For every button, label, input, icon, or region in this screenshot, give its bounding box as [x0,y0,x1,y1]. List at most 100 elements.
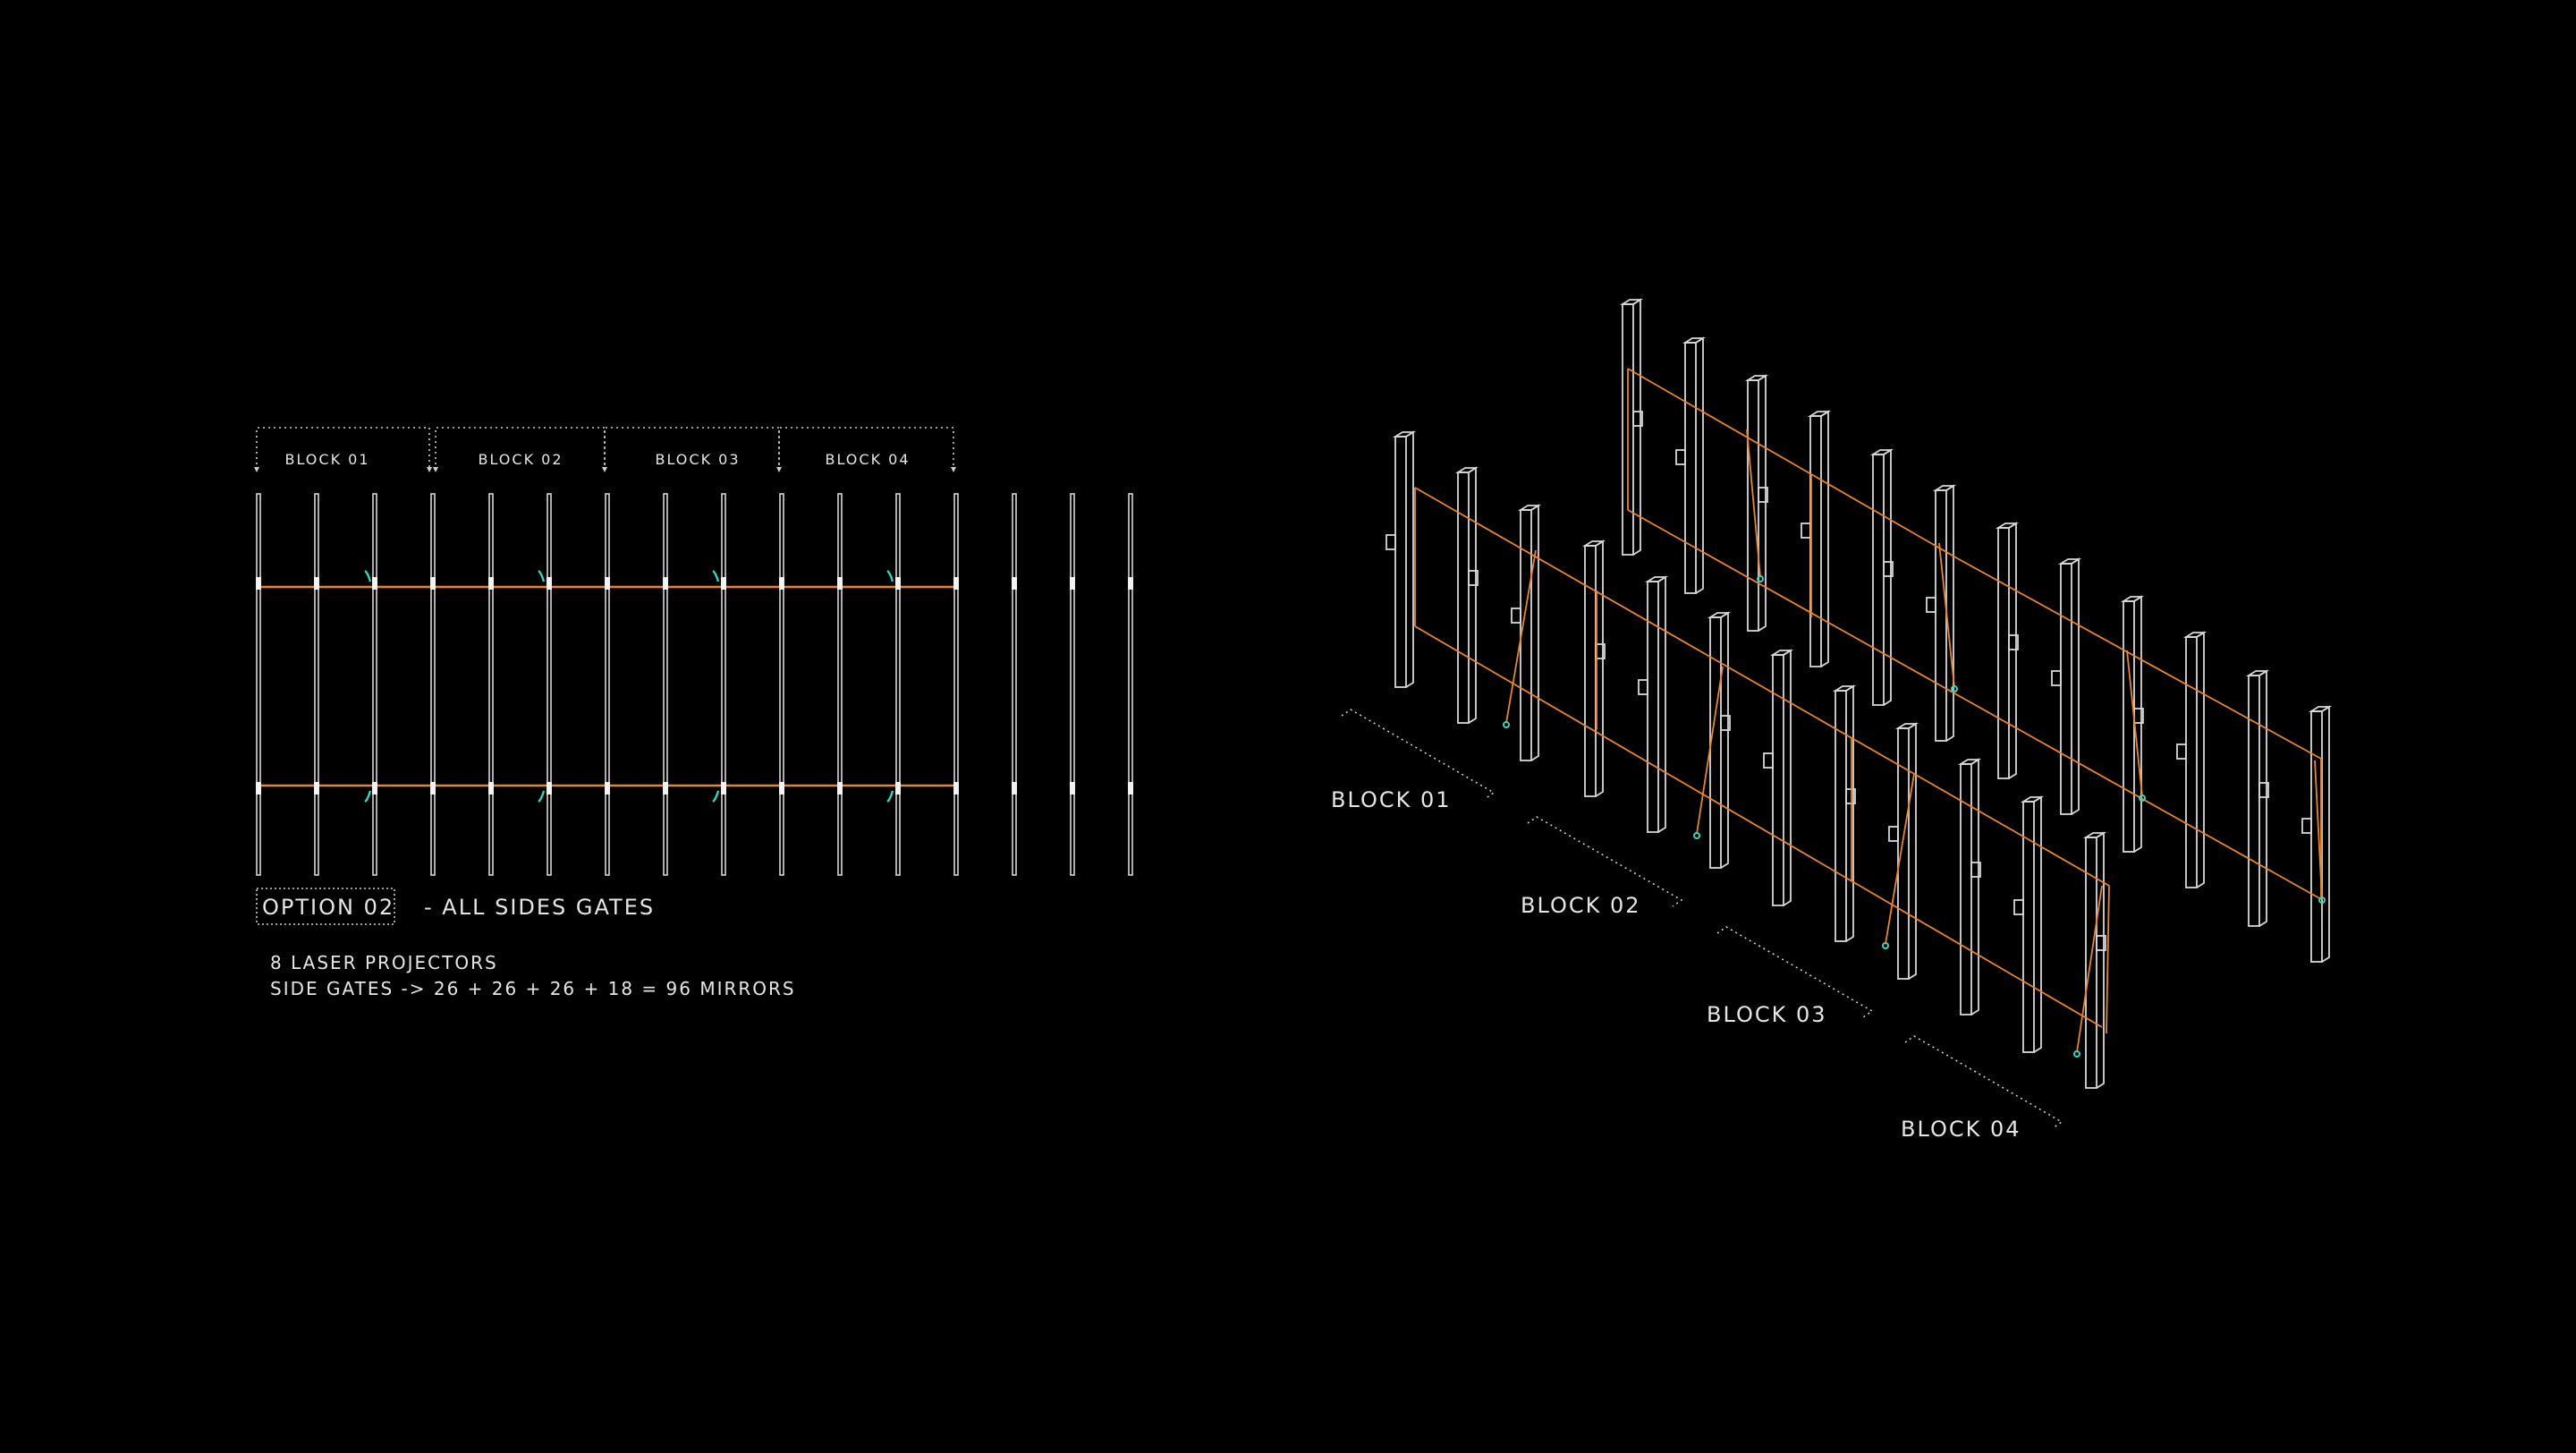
axon-post [1385,430,1417,688]
axon-post-side [1695,336,1704,594]
axon-post-side [1945,484,1954,742]
bracket-arrows [254,467,956,472]
plan-projector [712,790,720,803]
axon-post-front [1772,654,1784,906]
axon-post-tab [2258,782,2269,798]
axon-block-label-04: BLOCK 04 [1901,1117,2021,1142]
plan-mirror [779,782,784,794]
beam-4 [2076,885,2103,1053]
axon-post-side [1883,448,1892,706]
plan-projectors [364,570,894,803]
laser-frame-back-upper [1627,368,2322,899]
axon-post-side [2008,522,2017,779]
axon-post-side [2033,795,2042,1053]
plan-projector [538,790,546,803]
beam-8 [2314,760,2323,900]
plan-post [488,493,494,876]
plan-mirror [314,577,319,590]
plan-mirror [663,577,668,590]
axon-post-tab [2008,634,2019,650]
plan-post [314,493,319,876]
bracket-block-02 [435,427,606,470]
axon-post [1995,522,2020,779]
axon-post-side [1468,466,1477,724]
option-title: OPTION 02 [262,895,394,920]
plan-post [372,493,377,876]
plan-projector [886,570,894,582]
projector-dot-2 [1693,832,1700,839]
plan-mirror [372,577,377,590]
axon-bracket-02 [1527,816,1683,907]
axon-bracket-04 [1904,1035,2063,1129]
plan-mirror [372,782,377,794]
axon-post-tab [2013,899,2024,915]
axon-post-tab [2051,670,2062,686]
axon-post-front [1835,690,1847,942]
axon-post-tab [1595,643,1606,659]
axon-post-front [1935,489,1947,742]
axon-post [2301,705,2333,963]
projector-dot-5 [1757,575,1764,582]
beam-6 [1938,542,1955,688]
projector-dot-7 [2139,794,2146,802]
axon-post-side [2196,631,2205,888]
axon-post-side [1657,575,1666,833]
plan-block-labels: BLOCK 01 BLOCK 02 BLOCK 03 BLOCK 04 [284,451,910,468]
plan-mirror [1128,782,1133,794]
beam-2 [1696,666,1724,835]
beam-3 [1885,773,1915,945]
axon-post [2051,557,2082,815]
plan-mirror [547,782,552,794]
axon-post-side [1405,430,1414,688]
axon-post-tab [2176,743,2187,760]
plan-block-label-04: BLOCK 04 [825,451,910,468]
axon-block-brackets [1341,709,2063,1129]
axon-post [2176,631,2207,888]
bracket-block-04 [778,427,954,470]
axon-post-side [1820,410,1829,667]
axon-post [1926,484,1957,742]
axon-post-side [1530,504,1539,761]
axon-post-side [1783,649,1792,906]
axon-post-tab [1801,523,1811,539]
plan-mirror [1128,577,1133,590]
projector-dot-4 [2073,1050,2080,1058]
axon-post [1869,448,1894,706]
axon-post [1619,298,1644,556]
plan-post [547,493,552,876]
axon-post-side [2096,831,2105,1089]
axon-projectors [1503,575,2326,1058]
axon-post-side [2321,705,2330,963]
option-subtitle: - ALL SIDES GATES [424,895,655,920]
axon-post-tab [1970,862,1981,878]
axon-post-front [1584,545,1597,797]
axon-post [2082,831,2107,1089]
plan-mirror [430,577,436,590]
axon-post-front [1520,509,1532,761]
plan-mirror [721,577,726,590]
axon-post-tab [1763,752,1774,769]
axon-post-tab [1385,534,1396,550]
plan-post [1070,493,1075,876]
plan-projector [886,790,894,803]
plan-post [605,493,610,876]
plan-mirrors [256,577,1133,794]
plan-posts [256,493,1133,876]
plan-mirror [895,577,901,590]
axon-laser-frames [1414,368,2322,1034]
plan-post [721,493,726,876]
axon-post-side [2258,669,2267,927]
axon-post-front [1709,616,1722,869]
axon-posts [1385,298,2333,1089]
axon-post-tab [1758,487,1768,503]
axon-post-front [1457,472,1470,724]
axon-post [1511,504,1542,761]
option-box [256,888,395,925]
axon-post-front [2248,675,2260,927]
plan-mirror [1070,577,1075,590]
axon-post-side [1845,684,1854,942]
plan-mirror [663,782,668,794]
axon-post [1888,722,1919,980]
axon-post-tab [1675,449,1686,465]
